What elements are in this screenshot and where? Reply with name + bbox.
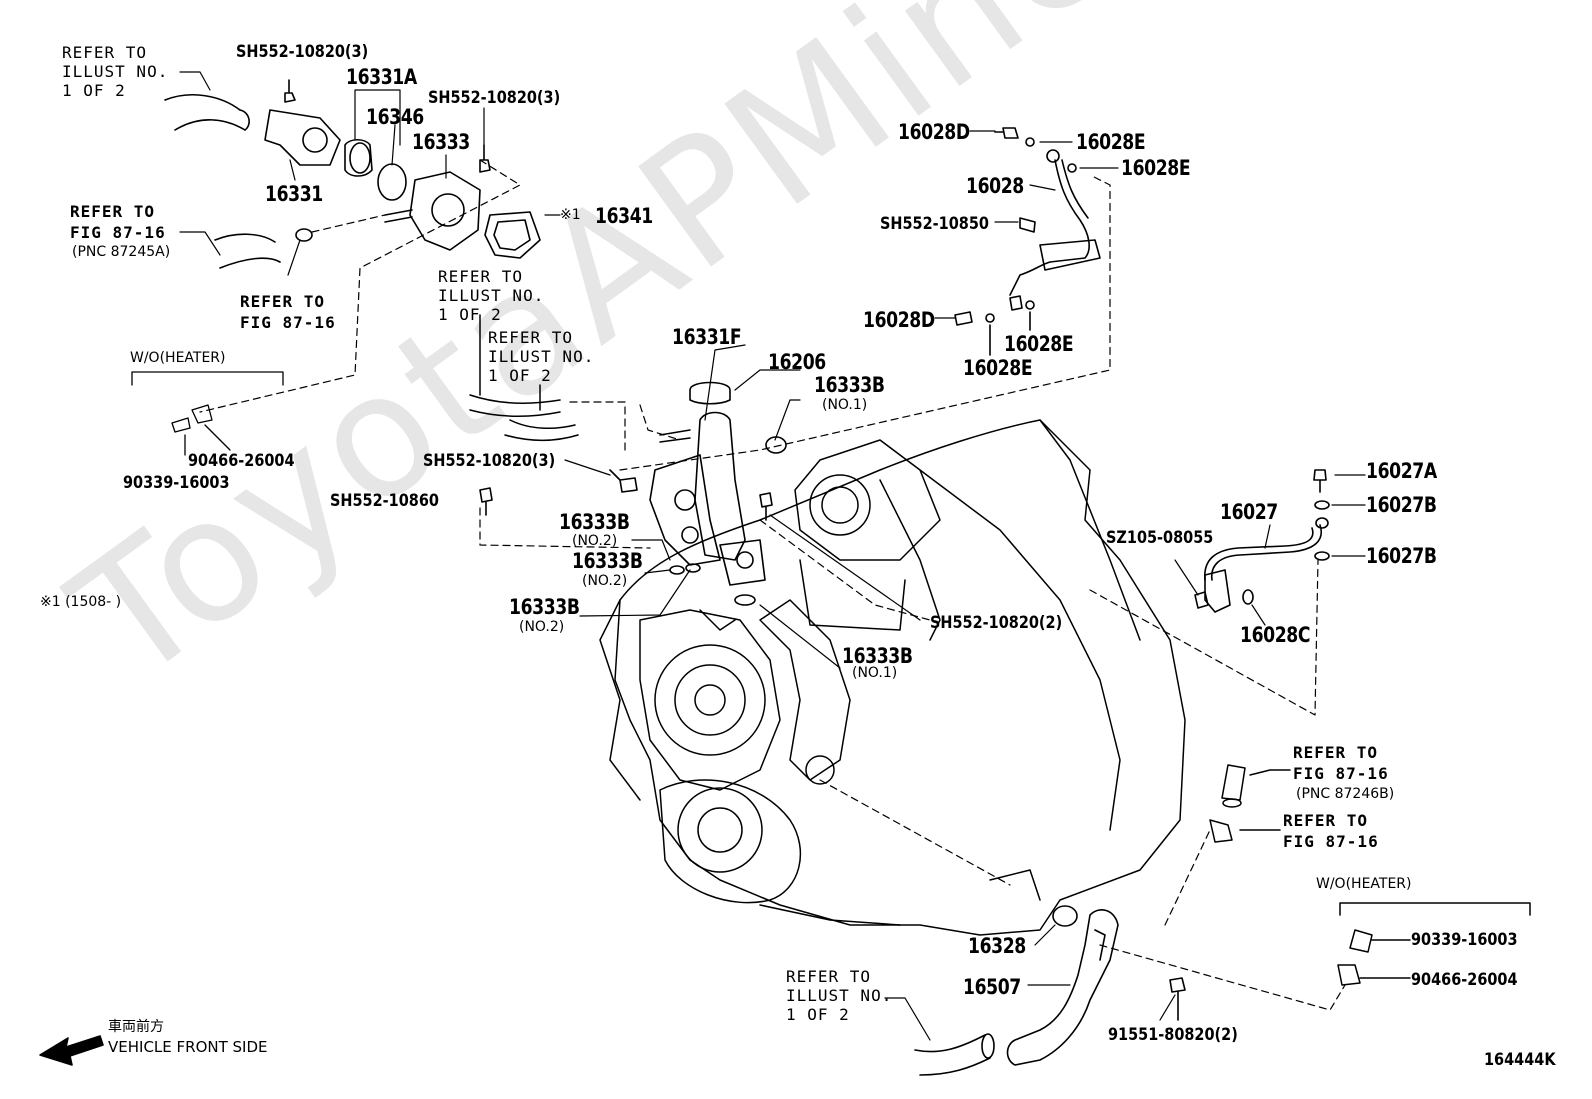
refer-fig-label: REFER TO FIG 87-16 bbox=[70, 202, 166, 242]
leader-lines-bottom bbox=[884, 924, 1176, 1041]
leader-lines-top-left bbox=[179, 71, 561, 276]
part-16331a-label: 16331A bbox=[346, 65, 417, 89]
thermostat-group-drawing bbox=[164, 79, 541, 269]
refer-fig-label: REFER TO FIG 87-16 bbox=[1283, 811, 1379, 851]
part-16028e-label: 16028E bbox=[963, 356, 1033, 380]
refer-illust-label-1: REFER TO ILLUST NO. 1 OF 2 bbox=[62, 43, 169, 100]
part-16028c-label: 16028C bbox=[1240, 623, 1311, 647]
part-90339-16003-label: 90339-16003 bbox=[1411, 930, 1518, 950]
lower-right-hoses-drawing bbox=[1209, 764, 1531, 986]
part-91551-80820-2-label: 91551-80820(2) bbox=[1108, 1025, 1238, 1045]
leader-lines-upper-right bbox=[934, 130, 1119, 319]
wo-heater-label: W/O(HEATER) bbox=[1316, 876, 1412, 892]
wo-heater-label: W/O(HEATER) bbox=[130, 350, 226, 366]
part-16028d-label: 16028D bbox=[898, 120, 970, 144]
part-16333b-label: 16333B bbox=[572, 549, 643, 573]
part-note-no2: (NO.2) bbox=[582, 573, 628, 589]
vehicle-front-jp-label: 車両前方 bbox=[108, 1019, 164, 1035]
part-16028e-label: 16028E bbox=[1004, 332, 1074, 356]
part-16028d-label: 16028D bbox=[863, 308, 935, 332]
part-sh552-10820-3-label: SH552-10820(3) bbox=[236, 42, 369, 62]
part-note-no2: (NO.2) bbox=[572, 533, 618, 549]
pnc-87246b-label: (PNC 87246B) bbox=[1296, 786, 1395, 802]
part-16027b-label: 16027B bbox=[1366, 493, 1437, 517]
part-note-no1: (NO.1) bbox=[852, 665, 898, 681]
part-16206-label: 16206 bbox=[768, 350, 826, 374]
part-16341-label: 16341 bbox=[595, 204, 653, 228]
part-sh552-10860-label: SH552-10860 bbox=[330, 491, 439, 511]
dashed-guide-lines bbox=[199, 159, 1346, 1011]
part-note-no1: (NO.1) bbox=[822, 397, 868, 413]
part-sh552-10850-label: SH552-10850 bbox=[880, 214, 989, 234]
part-16333b-label: 16333B bbox=[842, 644, 913, 668]
front-arrow-icon bbox=[39, 1035, 104, 1066]
part-16333b-label: 16333B bbox=[814, 373, 885, 397]
refer-illust-label-3: REFER TO ILLUST NO. 1 OF 2 bbox=[488, 328, 595, 385]
engine-block-drawing bbox=[599, 419, 1186, 936]
note-mark-1: ※1 bbox=[560, 207, 581, 223]
heater-bracket-left-drawing bbox=[131, 371, 284, 456]
part-sh552-10820-3-label: SH552-10820(3) bbox=[428, 88, 561, 108]
part-90466-26004-label: 90466-26004 bbox=[188, 451, 295, 471]
part-16028e-label: 16028E bbox=[1076, 130, 1146, 154]
leader-lines-center bbox=[564, 344, 921, 669]
part-16028-label: 16028 bbox=[966, 174, 1024, 198]
part-16333b-label: 16333B bbox=[559, 510, 630, 534]
part-16507-label: 16507 bbox=[963, 975, 1021, 999]
leader-lines-right bbox=[1174, 474, 1366, 626]
part-16027-label: 16027 bbox=[1220, 500, 1278, 524]
part-sh552-10820-2-label: SH552-10820(2) bbox=[930, 613, 1063, 633]
refer-fig-label: REFER TO FIG 87-16 bbox=[240, 292, 336, 332]
part-16328-label: 16328 bbox=[968, 934, 1026, 958]
part-16027a-label: 16027A bbox=[1366, 459, 1437, 483]
part-16028e-label: 16028E bbox=[1121, 156, 1191, 180]
part-90339-16003-label: 90339-16003 bbox=[123, 473, 230, 493]
part-16331f-label: 16331F bbox=[672, 325, 742, 349]
vehicle-front-label: VEHICLE FRONT SIDE bbox=[108, 1038, 268, 1056]
pnc-87245a-label: (PNC 87245A) bbox=[72, 244, 171, 260]
part-note-no2: (NO.2) bbox=[519, 619, 565, 635]
pipe-16507-drawing bbox=[914, 905, 1186, 1076]
part-16333b-label: 16333B bbox=[509, 595, 580, 619]
pipe-16027-drawing bbox=[1194, 469, 1330, 613]
part-16333-label: 16333 bbox=[412, 130, 470, 154]
part-16346-label: 16346 bbox=[366, 105, 424, 129]
part-16027b-label: 16027B bbox=[1366, 544, 1437, 568]
part-90466-26004-label: 90466-26004 bbox=[1411, 970, 1518, 990]
center-hoses-drawing bbox=[469, 314, 691, 443]
refer-fig-label: REFER TO FIG 87-16 bbox=[1293, 743, 1389, 783]
diagram-id: 164444K bbox=[1484, 1050, 1556, 1070]
part-sh552-10820-3-label: SH552-10820(3) bbox=[423, 451, 556, 471]
refer-illust-label-4: REFER TO ILLUST NO. 1 OF 2 bbox=[786, 967, 893, 1024]
part-16331-label: 16331 bbox=[265, 182, 323, 206]
note-1-label: ※1 (1508- ) bbox=[40, 594, 122, 610]
water-outlet-drawing bbox=[479, 381, 787, 606]
refer-illust-label-2: REFER TO ILLUST NO. 1 OF 2 bbox=[438, 267, 545, 324]
pipe-16028-drawing bbox=[954, 127, 1101, 356]
part-sz105-08055-label: SZ105-08055 bbox=[1106, 528, 1214, 548]
